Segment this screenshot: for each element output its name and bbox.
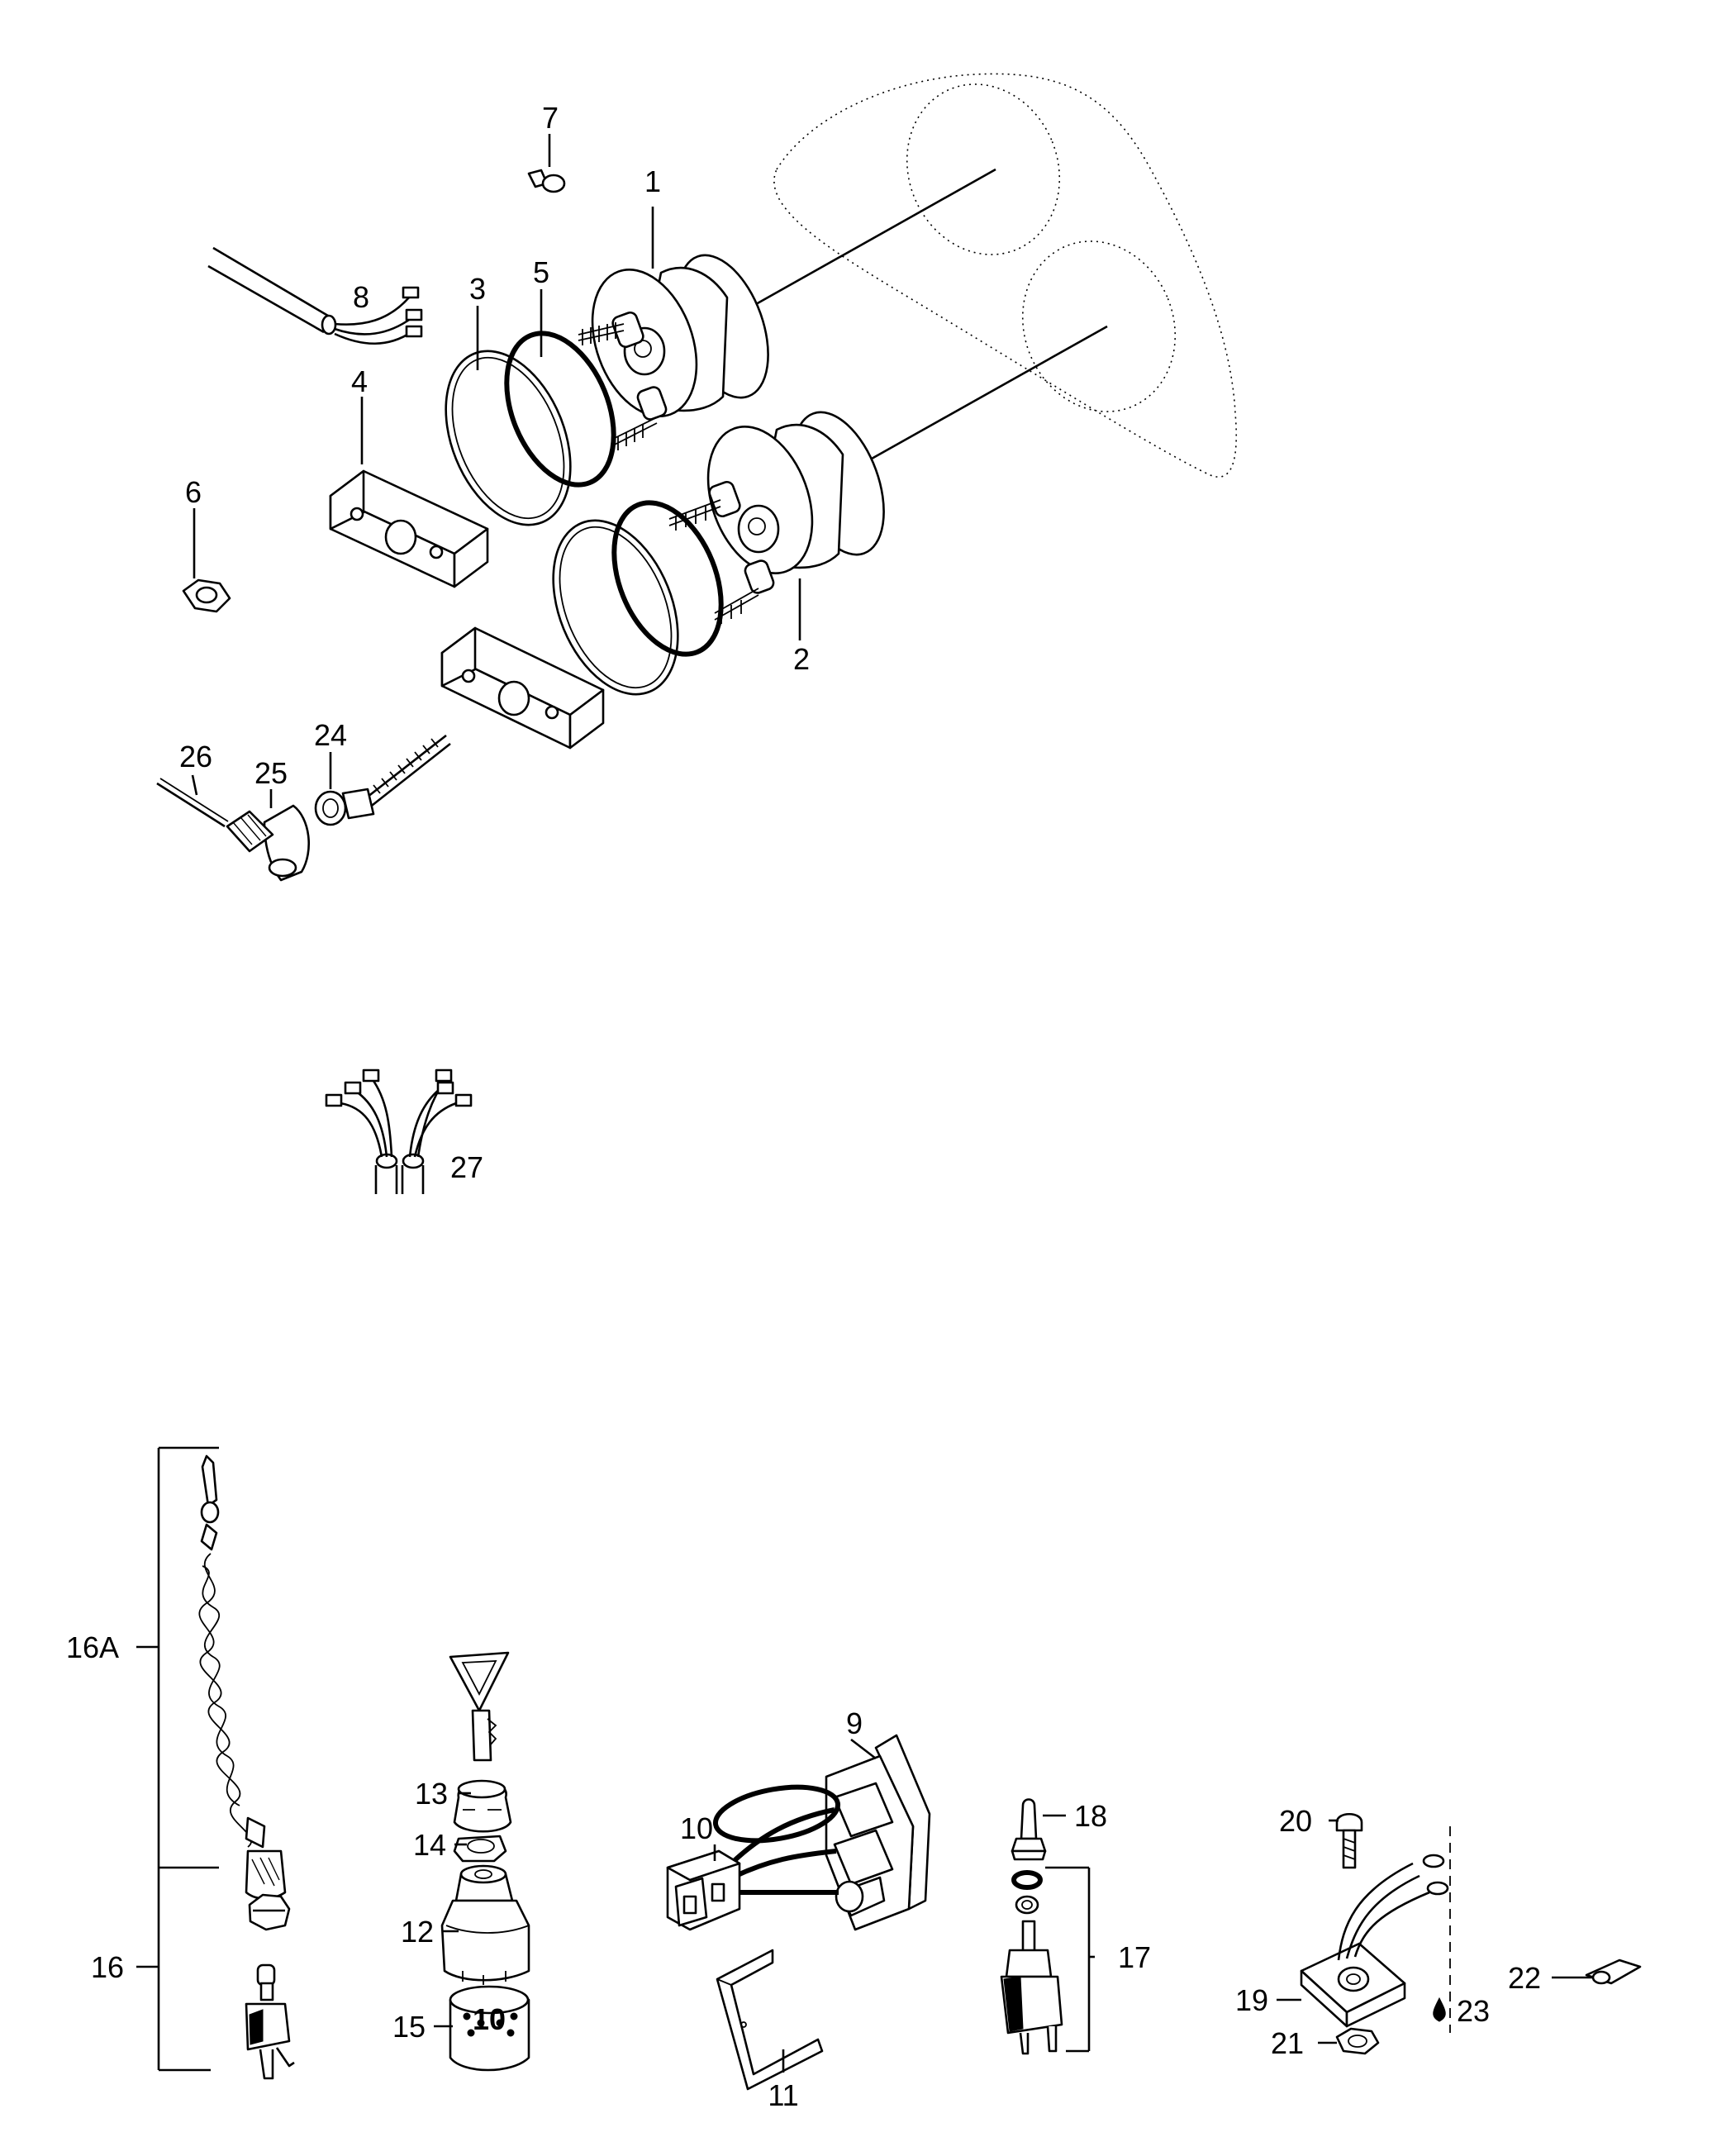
- toggle-switch-17: [1000, 1866, 1091, 2055]
- bolt-20: [1335, 1812, 1363, 1869]
- clamp-22: [1585, 1958, 1642, 1985]
- o-ring-lower: [611, 500, 724, 657]
- bulb-7: [527, 169, 566, 193]
- label-part-11: 11: [768, 2078, 798, 2112]
- label-part-2: 2: [793, 642, 810, 676]
- ring-3: [445, 350, 572, 526]
- gauge-upper: [578, 168, 996, 450]
- bracket-11: [716, 1949, 824, 2091]
- leader-lines: [136, 134, 1593, 2073]
- lanyard-16a: [198, 1454, 287, 1900]
- wire-harness-8: [207, 246, 423, 345]
- connector-15: 10: [449, 1985, 530, 2072]
- toggle-cap-18: [1011, 1798, 1047, 1861]
- grease-23: [1433, 1997, 1446, 2022]
- label-part-20: 20: [1279, 1804, 1312, 1838]
- label-part-19: 19: [1235, 1983, 1268, 2017]
- switch-panel-9: [825, 1734, 931, 1931]
- label-part-13: 13: [415, 1777, 448, 1811]
- ignition-switch-12: [440, 1864, 530, 1985]
- label-part-17: 17: [1118, 1940, 1151, 1974]
- label-part-3: 3: [469, 272, 486, 306]
- label-part-16a: 16A: [66, 1630, 119, 1664]
- label-part-26: 26: [179, 740, 212, 773]
- dashboard-panel-outline: [773, 73, 1238, 478]
- label-part-16: 16: [91, 1950, 124, 1984]
- key-cap-13: [453, 1779, 512, 1833]
- cable-24: [314, 734, 451, 826]
- label-part-9: 9: [846, 1706, 863, 1740]
- label-part-1: 1: [644, 164, 661, 198]
- nut-14: [453, 1835, 507, 1863]
- o-ring-5: [504, 331, 616, 488]
- ring-lower-outer: [552, 519, 679, 696]
- connector-10: [666, 1849, 741, 1931]
- label-part-10: 10: [680, 1811, 713, 1845]
- label-part-18: 18: [1074, 1799, 1107, 1833]
- key: [449, 1651, 510, 1762]
- label-part-24: 24: [314, 718, 347, 752]
- label-part-25: 25: [254, 756, 288, 790]
- label-part-7: 7: [542, 101, 559, 135]
- wire-harness-27: [325, 1068, 473, 1194]
- rectifier-19: [1300, 1826, 1451, 2033]
- label-part-12: 12: [401, 1915, 434, 1949]
- connector-15-tag: 10: [473, 2002, 506, 2036]
- label-part-4: 4: [351, 364, 368, 398]
- bracket-lower: [440, 626, 605, 750]
- label-part-27: 27: [450, 1150, 483, 1184]
- label-part-15: 15: [392, 2010, 426, 2044]
- label-part-8: 8: [353, 280, 369, 314]
- label-part-23: 23: [1457, 1994, 1490, 2028]
- part-labels: 1 2 3 4 5 6 7 8 9 10 11 12 13 14 15 16 1…: [66, 101, 1541, 2112]
- label-part-21: 21: [1271, 2026, 1304, 2060]
- bracket-upper: [329, 469, 489, 588]
- elbow-25: [226, 804, 311, 882]
- label-part-5: 5: [533, 255, 549, 289]
- nut-21: [1335, 2027, 1380, 2055]
- pin-26: [156, 778, 229, 828]
- label-part-6: 6: [185, 475, 202, 509]
- gauge-lower: [668, 325, 1108, 624]
- label-part-22: 22: [1508, 1961, 1541, 1995]
- nut-6: [182, 578, 231, 613]
- label-part-14: 14: [413, 1828, 446, 1862]
- switch-16: [245, 1893, 295, 2080]
